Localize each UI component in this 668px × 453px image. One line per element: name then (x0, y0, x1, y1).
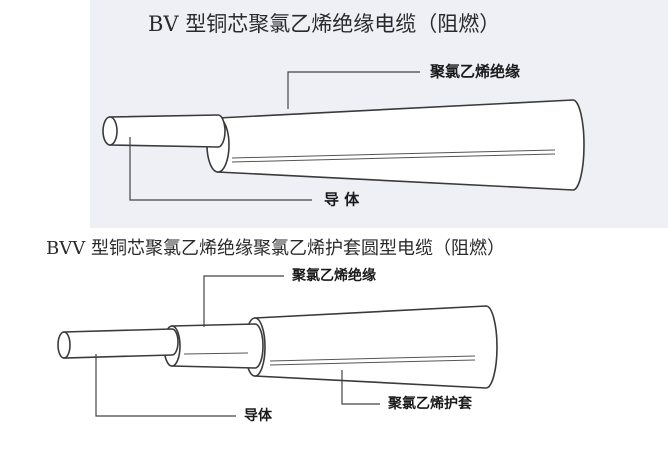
bvv-sheath-highlight (269, 359, 476, 366)
bvv-conductor-label: 导体 (244, 407, 273, 424)
bvv-cable-diagram: 聚氯乙烯绝缘 导体 聚氯乙烯护套 (57, 267, 498, 424)
bv-conductor-label: 导 体 (324, 191, 360, 209)
bv-insulation-layer (217, 99, 585, 191)
bvv-sheath-highlight (269, 355, 476, 362)
bvv-conductor-leader-line (95, 354, 236, 417)
bv-cable-title: BV 型铜芯聚氯乙烯绝缘电缆（阻燃） (148, 12, 501, 36)
bv-insulation-highlight (231, 149, 556, 159)
bv-conductor-end-face (102, 116, 118, 146)
bvv-sheath-label: 聚氯乙烯护套 (387, 395, 472, 412)
bvv-cable-panel: BVV 型铜芯聚氯乙烯绝缘聚氯乙烯护套圆型电缆（阻燃） 聚氯乙烯绝缘 导体 聚氯… (0, 228, 668, 453)
bvv-conductor-end-face (57, 331, 71, 359)
bv-conductor-leader-line (129, 137, 312, 201)
bvv-sheath-layer (254, 305, 498, 389)
bvv-insulation-highlight (183, 352, 249, 355)
bv-insulation-leader-line (287, 71, 420, 109)
bvv-conductor-core (63, 328, 179, 359)
bvv-cable-title: BVV 型铜芯聚氯乙烯绝缘聚氯乙烯护套圆型电缆（阻燃） (46, 238, 505, 259)
bvv-insulation-layer (171, 323, 264, 369)
bv-conductor-core (109, 114, 226, 148)
bv-insulation-highlight (231, 153, 556, 163)
bv-cable-diagram: 聚氯乙烯绝缘 导 体 (102, 63, 585, 209)
bvv-insulation-leader-line (203, 275, 284, 327)
bv-insulation-label: 聚氯乙烯绝缘 (429, 63, 520, 81)
bvv-insulation-label: 聚氯乙烯绝缘 (291, 267, 376, 284)
bv-cable-panel: BV 型铜芯聚氯乙烯绝缘电缆（阻燃） 聚氯乙烯绝缘 导 体 (90, 0, 668, 228)
bvv-sheath-leader-line (341, 370, 380, 405)
